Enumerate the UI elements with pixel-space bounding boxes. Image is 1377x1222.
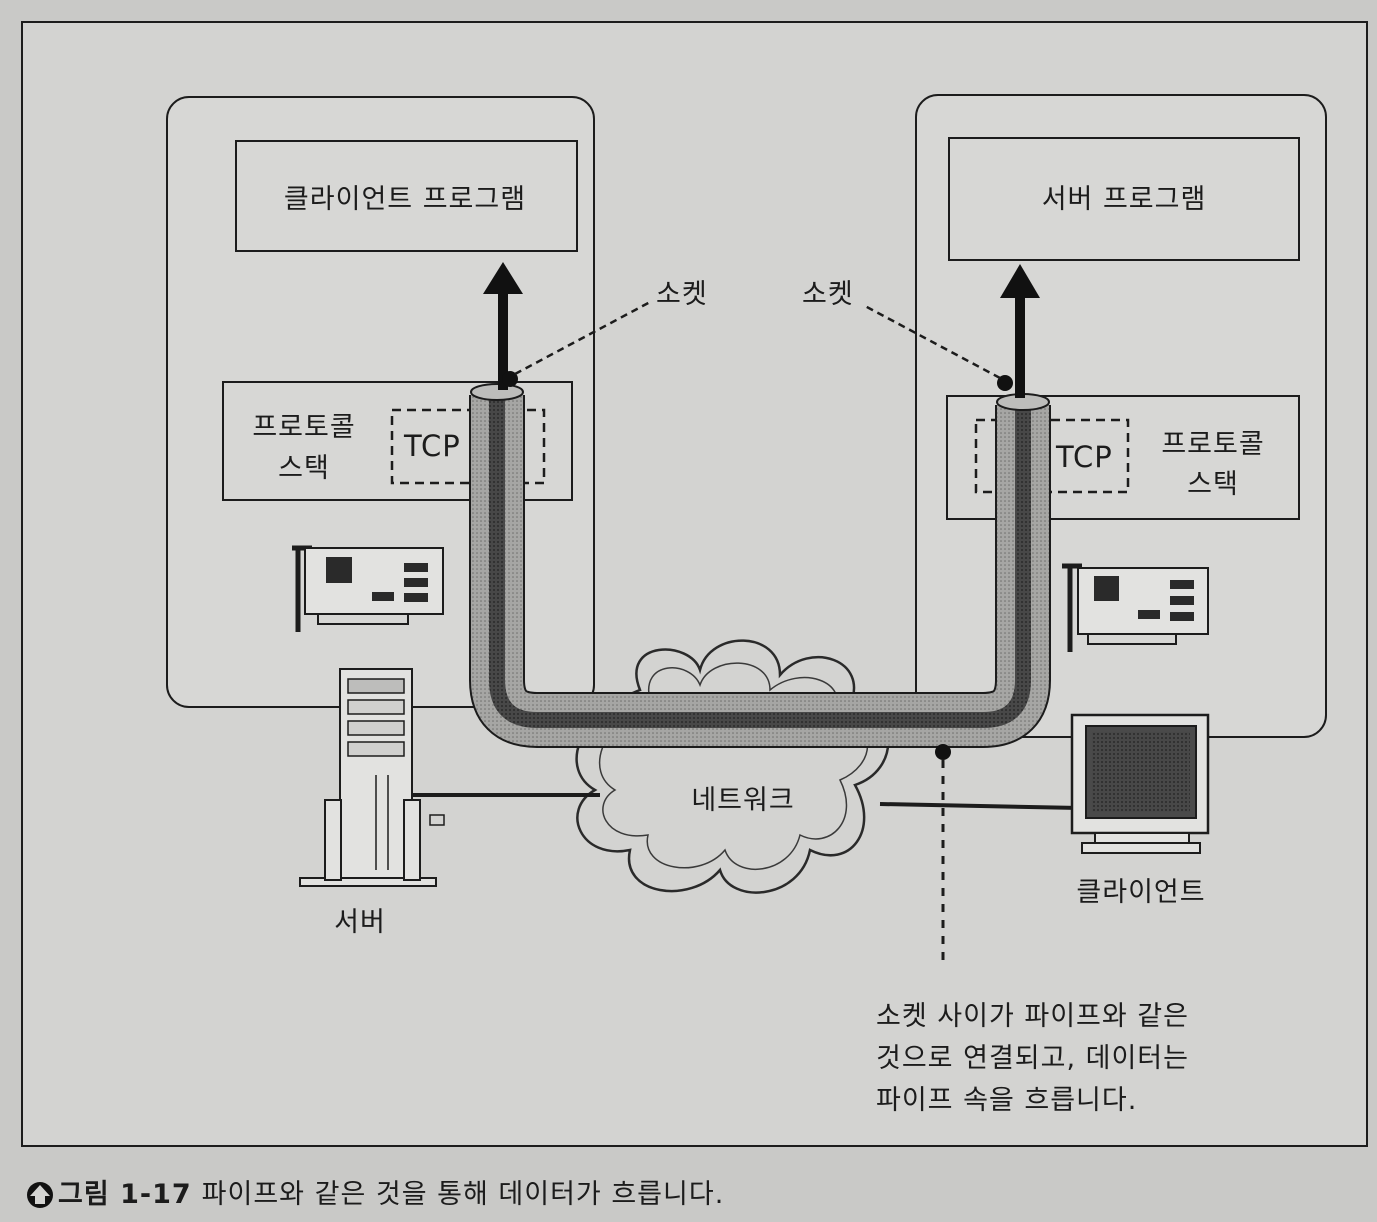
server-nic-icon	[1062, 563, 1209, 652]
client-tcp-box	[390, 408, 546, 485]
figure-caption: 그림 1-17 파이프와 같은 것을 통해 데이터가 흐릅니다.	[20, 1172, 724, 1211]
network-label: 네트워크	[691, 785, 795, 816]
server-program-box	[948, 137, 1300, 261]
figure-caption-text: 파이프와 같은 것을 통해 데이터가 흐릅니다.	[201, 1179, 725, 1210]
note-line: 소켓 사이가 파이프와 같은	[876, 1001, 1189, 1032]
server-stack-label-line2: 스택	[1187, 469, 1239, 500]
server-tcp-label: TCP	[1056, 440, 1113, 474]
note-line: 것으로 연결되고, 데이터는	[876, 1043, 1189, 1074]
server-tower-icon	[299, 668, 445, 887]
client-cable	[879, 802, 1081, 810]
client-program-box	[235, 140, 578, 252]
client-nic-icon	[292, 545, 444, 632]
server-socket-leader	[864, 304, 1001, 380]
server-program-label: 서버 프로그램	[1041, 184, 1207, 215]
client-stack-label-line1: 프로토콜	[252, 412, 356, 443]
pipe-explanation-note: 소켓 사이가 파이프와 같은 것으로 연결되고, 데이터는 파이프 속을 흐릅니…	[876, 996, 1189, 1122]
note-line: 파이프 속을 흐릅니다.	[876, 1085, 1138, 1116]
server-socket-label: 소켓	[802, 279, 854, 310]
client-socket-dot	[502, 371, 518, 387]
client-socket-leader	[514, 299, 653, 376]
client-upward-arrow	[483, 262, 523, 390]
server-upward-arrow	[1000, 264, 1040, 398]
note-pointer-dot	[935, 744, 951, 760]
client-program-label: 클라이언트 프로그램	[283, 184, 527, 215]
server-stack-label-line1: 프로토콜	[1161, 429, 1265, 460]
client-monitor-icon	[1070, 713, 1210, 854]
server-socket-dot	[997, 375, 1013, 391]
client-tcp-label: TCP	[404, 429, 461, 463]
connection-pipe	[469, 383, 1051, 748]
server-tcp-box	[974, 418, 1130, 494]
client-stack-label-line2: 스택	[278, 453, 330, 484]
client-device-label: 클라이언트	[1076, 877, 1206, 908]
client-socket-label: 소켓	[656, 279, 708, 310]
server-device-label: 서버	[334, 907, 386, 938]
figure-number: 그림 1-17	[58, 1179, 192, 1210]
caption-arrow-icon	[27, 1182, 53, 1208]
